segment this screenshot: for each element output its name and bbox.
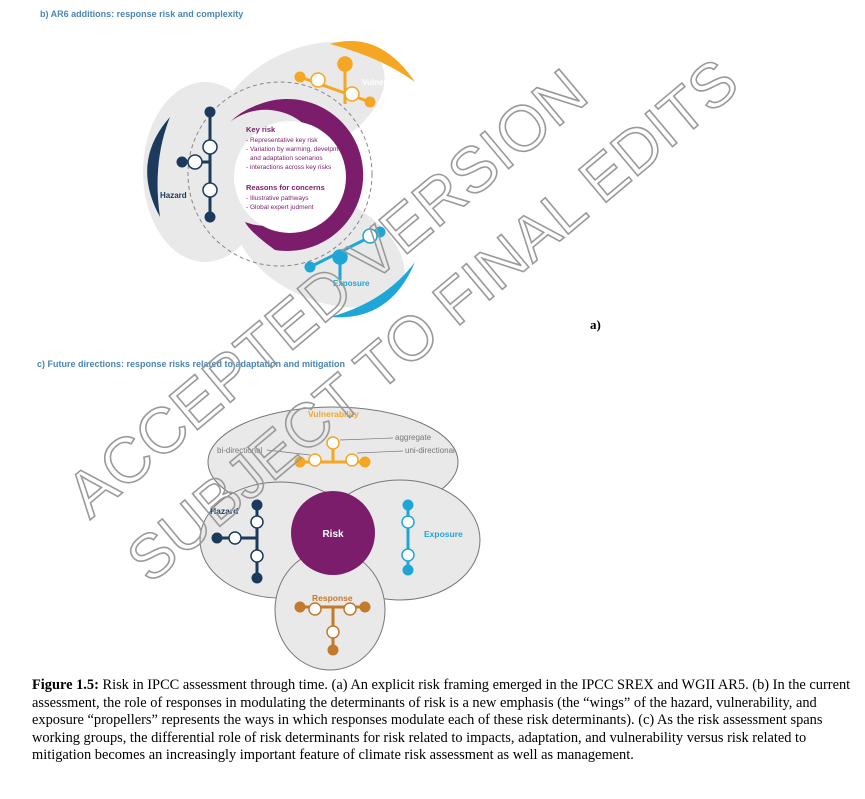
key-risk-heading: Key risk (246, 125, 276, 134)
exposure-c-propeller (401, 499, 415, 576)
key-risk-line-1: - Representative key risk (246, 137, 318, 144)
wing-exposure (330, 262, 415, 318)
bi-directional-leader (266, 449, 311, 456)
vulnerability-c-propeller (294, 436, 371, 468)
caption-text: Risk in IPCC assessment through time. (a… (32, 677, 851, 764)
key-risk-line-2: - Variation by warming, develpment (246, 146, 348, 153)
panel-b-diagram: Vulnerability Hazard Exposure Key risk -… (143, 41, 415, 318)
aggregate-leader (339, 437, 394, 441)
panel-c-label-vulnerability: Vulnerability (308, 409, 359, 419)
panel-c-label-response: Response (312, 593, 353, 603)
hazard-propeller (176, 106, 218, 223)
reasons-line-1: - Illustrative pathways (246, 195, 309, 202)
panel-b-label-exposure: Exposure (333, 279, 370, 288)
risk-circle (291, 491, 375, 575)
key-risk-disk (234, 121, 346, 233)
panel-a-letter: a) (590, 317, 601, 332)
key-risk-line-4: - interactions across key risks (246, 164, 332, 171)
hazard-c-propeller (211, 499, 264, 584)
figure-caption: Figure 1.5: Risk in IPCC assessment thro… (32, 677, 854, 765)
vulnerability-propeller (294, 56, 376, 108)
panel-c-label-hazard: Hazard (210, 506, 238, 516)
wing-hazard (147, 117, 170, 217)
annotation-bi-directional: bi-directional (217, 446, 263, 455)
panel-c-title: c) Future directions: response risks rel… (37, 359, 346, 369)
panel-c-diagram: Risk Vulnerability aggregate uni-directi… (199, 406, 481, 671)
caption-label: Figure 1.5: (32, 677, 99, 693)
key-risk-line-3: and adaptation scenarios (250, 155, 323, 162)
exposure-propeller (304, 226, 386, 280)
panel-b-label-vulnerability: Vulnerability (362, 78, 410, 87)
reasons-line-2: - Global expert judment (246, 204, 314, 211)
response-c-propeller (294, 601, 371, 656)
panel-b-title: b) AR6 additions: response risk and comp… (40, 9, 244, 19)
panel-c-label-exposure: Exposure (424, 529, 463, 539)
wing-vulnerability (330, 41, 415, 82)
uni-directional-leader (356, 450, 404, 454)
annotation-uni-directional: uni-directional (405, 446, 455, 455)
risk-label: Risk (322, 529, 344, 540)
dashed-ring (187, 81, 373, 267)
annotation-aggregate: aggregate (395, 433, 432, 442)
panel-b-label-hazard: Hazard (160, 191, 187, 200)
reasons-heading: Reasons for concerns (246, 183, 325, 192)
